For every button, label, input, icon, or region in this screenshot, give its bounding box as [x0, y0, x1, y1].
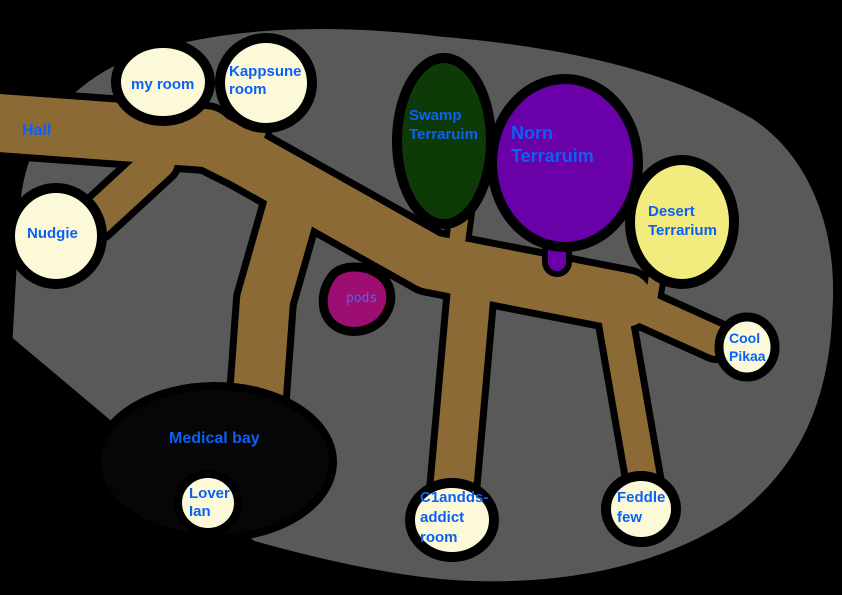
corridor-feddle-branch	[598, 286, 660, 509]
label-norn-line2: Terraruim	[511, 146, 594, 166]
kappsune-room-chamber	[215, 33, 317, 133]
label-norn-terrarium: Norn Terraruim	[511, 122, 594, 168]
cool-pikaa-chamber	[714, 312, 780, 382]
label-c1-line3: room	[420, 529, 458, 546]
label-desert-terrarium: Desert Terrarium	[648, 202, 717, 240]
label-my-room: my room	[131, 76, 195, 93]
pods-chamber	[318, 262, 396, 336]
feddle-few-chamber	[601, 471, 681, 547]
medical-bay-chamber	[93, 382, 337, 542]
label-pods: pods	[346, 291, 378, 306]
corridor-c1-branch	[432, 246, 493, 522]
label-cool-line2: Pikaa	[729, 348, 766, 364]
label-c1-line1: C1andds-	[420, 489, 489, 506]
label-kappsune-room: Kappsune room	[229, 63, 302, 99]
label-hall: Hall	[22, 122, 52, 139]
label-cool-line1: Cool	[729, 330, 761, 346]
label-norn-line1: Norn	[511, 123, 553, 143]
c1-addict-room-chamber	[405, 478, 499, 562]
label-desert-line2: Terrarium	[648, 222, 717, 239]
corridors	[0, 94, 731, 522]
room-circles	[5, 33, 780, 562]
label-c1-addict-room: C1andds- addict room	[420, 488, 488, 548]
label-kappsune-line2: room	[229, 81, 267, 98]
corridor-nudgie-spur	[78, 145, 175, 237]
corridor-medical-branch	[233, 170, 320, 421]
label-c1-line2: addict	[420, 509, 465, 526]
label-medical-bay: Medical bay	[169, 430, 260, 447]
label-nudgie: Nudgie	[27, 225, 78, 242]
corridor-hall	[0, 94, 234, 167]
label-lover-line1: Lover	[189, 485, 230, 502]
norn-terrarium-chamber	[487, 74, 643, 252]
my-room-chamber	[111, 38, 215, 126]
label-lover-line2: Ian	[189, 503, 211, 520]
desert-terrarium-chamber	[625, 155, 739, 289]
label-cool-pikaa: Cool Pikaa	[729, 329, 766, 365]
label-lover-ian: Lover Ian	[189, 485, 230, 521]
nudgie-chamber	[5, 183, 107, 289]
label-feddle-line1: Feddle	[617, 489, 666, 506]
label-kappsune-line1: Kappsune	[229, 63, 302, 80]
label-swamp-terrarium: Swamp Terraruim	[409, 106, 478, 144]
label-swamp-line1: Swamp	[409, 107, 462, 124]
corridor-main	[178, 111, 652, 327]
lover-ian-chamber	[174, 470, 242, 536]
corridor-cool-spur	[610, 285, 731, 356]
label-desert-line1: Desert	[648, 203, 695, 220]
label-feddle-few: Feddle few	[617, 488, 665, 528]
label-feddle-line2: few	[617, 509, 643, 526]
label-swamp-line2: Terraruim	[409, 126, 478, 143]
